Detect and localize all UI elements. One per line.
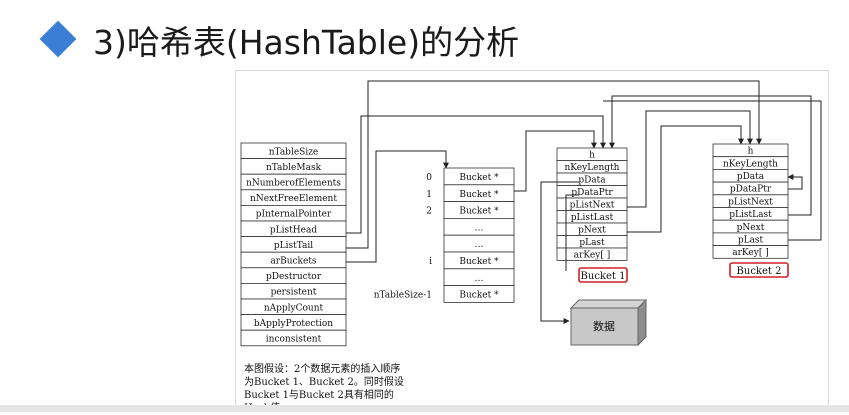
bucket2-field-label: h — [748, 147, 754, 157]
hashtable-field-label: bApplyProtection — [254, 319, 333, 329]
bucket-array-cell-label: Bucket * — [459, 291, 499, 301]
bucket-array-index: 2 — [426, 207, 432, 217]
hashtable-field-label: nTableSize — [269, 147, 319, 157]
slide-title: 3)哈希表(HashTable)的分析 — [93, 23, 520, 62]
bucket2-label-box — [729, 262, 789, 278]
pointer-connectors — [346, 80, 822, 324]
bucket1-field-cell — [556, 247, 628, 261]
bucket2-field-label: pLast — [738, 236, 764, 246]
bucket-array-cell-label: Bucket * — [459, 257, 499, 267]
bucket-array-index: nTableSize-1 — [374, 291, 432, 301]
bucket-array-cell-label: … — [475, 223, 484, 233]
hashtable-field-label: nNextFreeElement — [250, 194, 337, 204]
bottom-rule — [0, 405, 849, 412]
bucket1-field-label: h — [589, 151, 595, 161]
bucket2-struct: h nKeyLength pData pDataPtr pListNext pListLa… — [712, 143, 789, 259]
hashtable-field-cell — [240, 329, 347, 347]
bucket-array-cell-label: … — [475, 274, 484, 284]
bucket1-struct: h nKeyLength pData pDataPtr pListNext pListLa… — [556, 147, 628, 261]
bucket-array-cell-label: Bucket * — [459, 173, 499, 183]
bucket-array-cell-label: Bucket * — [459, 207, 499, 217]
hashtable-field-label: pListTail — [274, 241, 313, 251]
hashtable-field-label: nNumberofElements — [246, 179, 341, 189]
data-block-label: 数据 — [593, 319, 615, 333]
bucket1-field-label: pListNext — [570, 201, 615, 211]
footnote-line-2: 为Bucket 1、Bucket 2。同时假设 — [244, 377, 404, 388]
footnote-line-1: 本图假设：2个数据元素的插入顺序 — [244, 364, 401, 375]
bucket2-field-cell — [712, 245, 789, 259]
bucket1-field-label: pNext — [578, 226, 606, 236]
bucket2-field-label: arKey[ ] — [732, 248, 768, 258]
hashtable-field-label: persistent — [271, 288, 317, 298]
bucket1-field-label: pDataPtr — [571, 188, 613, 198]
bucket1-field-label: arKey[ ] — [574, 251, 610, 261]
bucket2-label: Bucket 2 — [737, 266, 782, 277]
bucket1-label: Bucket 1 — [581, 271, 626, 282]
bucket-array-cell-label: Bucket * — [459, 190, 499, 200]
bucket1-field-label: pListLast — [571, 213, 614, 223]
slide-header: 3)哈希表(HashTable)的分析 — [0, 0, 849, 75]
bucket1-field-label: pData — [578, 176, 606, 186]
bucket2-field-label: pListLast — [729, 210, 772, 220]
hashtable-field-label: pListHead — [270, 225, 317, 235]
hashtable-field-label: inconsistent — [266, 335, 322, 345]
bucket2-field-label: pData — [737, 172, 765, 182]
bucket1-label-box — [578, 267, 628, 283]
hashtable-field-label: arBuckets — [270, 257, 317, 267]
hashtable-diagram: nTableSize nTableMask nNumberofElements nNe… — [235, 70, 829, 414]
diamond-bullet-icon — [39, 20, 77, 58]
footnote-line-3: Bucket 1与Bucket 2具有相同的 — [244, 390, 394, 401]
bucket1-field-label: nKeyLength — [565, 163, 620, 173]
hashtable-field-label: pDestructor — [266, 272, 322, 282]
hashtable-field-label: nTableMask — [266, 163, 322, 173]
hashtable-field-label: nApplyCount — [264, 303, 324, 313]
bucket2-field-label: pNext — [737, 223, 765, 233]
bucket2-field-label: pDataPtr — [730, 185, 772, 195]
bucket1-field-label: pLast — [579, 238, 605, 248]
hashtable-field-label: pInternalPointer — [256, 210, 332, 220]
bucket-array-index: 0 — [426, 173, 432, 183]
bucket-array-index: i — [429, 257, 432, 267]
bucket2-field-label: pListNext — [728, 197, 773, 207]
bucket-array-cell-label: … — [475, 240, 484, 250]
hashtable-struct: nTableSize nTableMask nNumberofElements nNe… — [240, 142, 347, 347]
diagram-canvas: nTableSize nTableMask nNumberofElements nNe… — [240, 80, 822, 347]
bucket-array-cell — [443, 285, 515, 303]
bucket2-field-label: nKeyLength — [723, 159, 778, 169]
bucket-array-index: 1 — [426, 190, 432, 200]
data-block: 数据 — [569, 298, 648, 347]
